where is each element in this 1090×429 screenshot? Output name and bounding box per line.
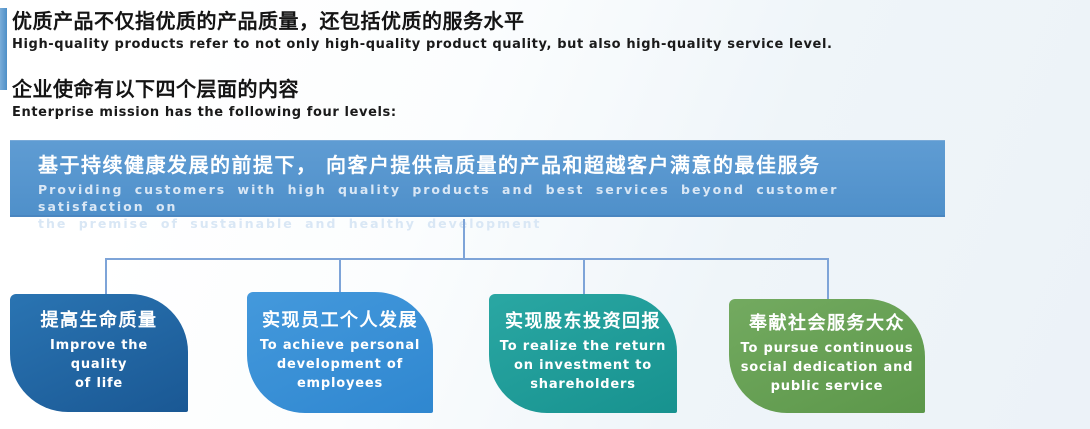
level-text-en-line: public service [770, 379, 884, 394]
level-title-zh: 实现股东投资回报 [505, 310, 661, 332]
level-title-zh: 奉献社会服务大众 [749, 313, 905, 334]
heading-quality-zh: 优质产品不仅指优质的产品质量，还包括优质的服务水平 [12, 9, 525, 33]
level-title-zh: 实现员工个人发展 [262, 309, 418, 331]
heading-quality: 优质产品不仅指优质的产品质量，还包括优质的服务水平 High-quality p… [12, 8, 833, 53]
level-text-en-line: social dedication and [740, 360, 914, 375]
level-text-en-line: To realize the return [499, 338, 667, 354]
accent-bar [0, 8, 7, 90]
level-text-en: To realize the return on investment to sha… [500, 337, 666, 394]
heading-mission-en: Enterprise mission has the following fou… [12, 105, 397, 120]
level-text-en: To achieve personal development of employe… [260, 336, 420, 393]
connector-stem [463, 219, 465, 258]
heading-quality-en: High-quality products refer to not only … [12, 37, 833, 52]
level-text-en: Improve the quality of life [20, 336, 178, 393]
connector-drop-4 [827, 258, 829, 300]
mission-banner-zh: 基于持续健康发展的前提下， 向客户提供高质量的产品和超越客户满意的最佳服务 [38, 153, 821, 177]
level-text-en-line: Improve the quality [50, 338, 148, 372]
mission-banner-en-line1: Providing customers with high quality pr… [38, 182, 839, 214]
level-text-en-line: To pursue continuous [740, 341, 914, 356]
connector-drop-1 [105, 258, 107, 295]
mission-level-card: 奉献社会服务大众 To pursue continuous social dedi… [729, 299, 925, 413]
connector-drop-3 [583, 258, 585, 295]
level-text-en-line: development of [276, 356, 404, 372]
mission-banner-en-line2: the premise of sustainable and healthy d… [38, 216, 542, 231]
level-text-en-line: on investment to [514, 357, 652, 373]
level-title-zh: 提高生命质量 [40, 310, 158, 331]
mission-level-card: 提高生命质量 Improve the quality of life [10, 294, 188, 412]
connector-horizontal [105, 258, 828, 260]
level-text-en-line: of life [74, 376, 124, 391]
mission-banner: 基于持续健康发展的前提下， 向客户提供高质量的产品和超越客户满意的最佳服务 Pr… [10, 140, 945, 231]
level-text-en-line: employees [296, 375, 384, 391]
connector-drop-2 [339, 258, 341, 293]
mission-level-card: 实现员工个人发展 To achieve personal development … [247, 292, 433, 413]
level-text-en-line: shareholders [530, 376, 636, 392]
heading-mission-zh: 企业使命有以下四个层面的内容 [12, 77, 299, 101]
headings-section: 优质产品不仅指优质的产品质量，还包括优质的服务水平 High-quality p… [12, 8, 833, 121]
mission-banner-en: Providing customers with high quality pr… [38, 181, 925, 232]
heading-mission: 企业使命有以下四个层面的内容 Enterprise mission has th… [12, 76, 833, 121]
mission-level-card: 实现股东投资回报 To realize the return on investm… [489, 294, 677, 413]
level-text-en-line: To achieve personal [259, 337, 421, 353]
level-text-en: To pursue continuous social dedication an… [741, 339, 914, 396]
